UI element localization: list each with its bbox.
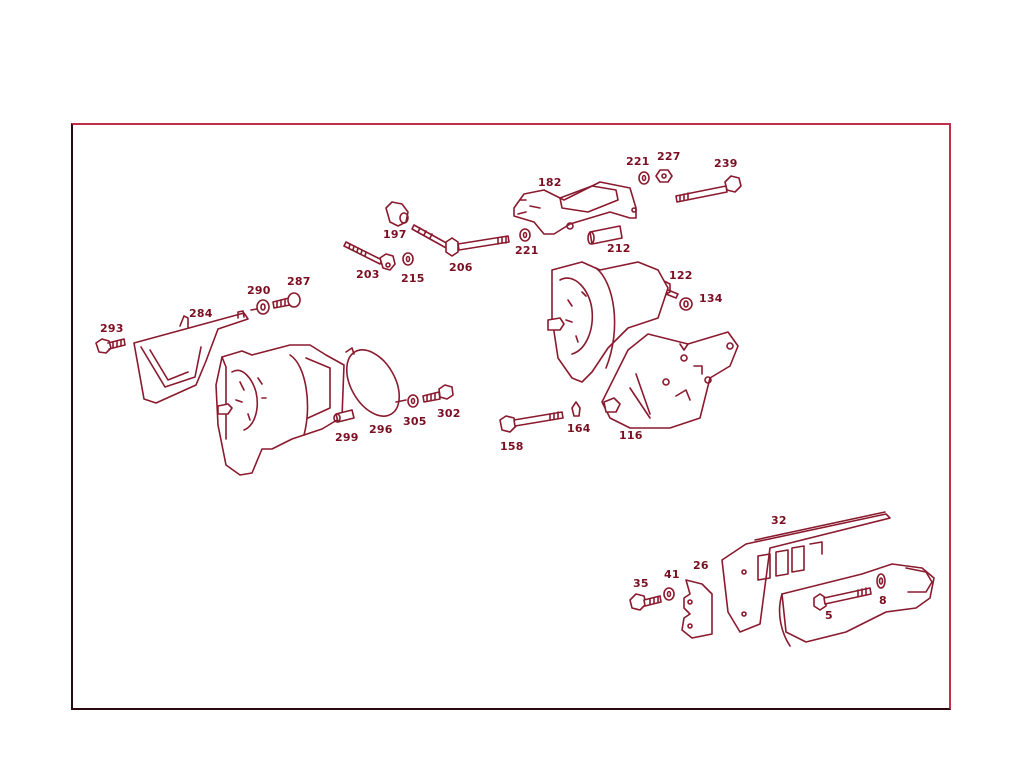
bolt-293[interactable] [95,338,126,354]
part-label-122[interactable]: 122 [669,269,693,282]
part-label-26[interactable]: 26 [693,559,709,572]
part-label-116[interactable]: 116 [619,429,643,442]
part-label-215[interactable]: 215 [401,272,425,285]
part-label-206[interactable]: 206 [449,261,473,274]
part-label-35[interactable]: 35 [633,577,649,590]
bolt-5[interactable] [813,587,872,611]
washer-215[interactable] [402,252,414,266]
washer-221-bottom[interactable] [519,228,531,242]
part-label-227[interactable]: 227 [657,150,681,163]
alternator-right[interactable] [547,261,669,383]
alternator-left[interactable] [215,344,345,476]
bushing-8[interactable] [876,573,886,589]
bolt-35[interactable] [629,593,662,611]
part-label-290[interactable]: 290 [247,284,271,297]
part-label-41[interactable]: 41 [664,568,680,581]
washer-41[interactable] [663,587,675,601]
part-label-302[interactable]: 302 [437,407,461,420]
part-label-284[interactable]: 284 [189,307,213,320]
washer-221-top[interactable] [638,171,650,185]
bolt-206[interactable] [411,224,510,257]
bolt-203[interactable] [343,241,396,271]
part-label-203[interactable]: 203 [356,268,380,281]
part-label-296[interactable]: 296 [369,423,393,436]
part-label-32[interactable]: 32 [771,514,787,527]
bolt-239[interactable] [675,175,742,203]
starter-motor[interactable] [778,563,935,647]
part-label-164[interactable]: 164 [567,422,591,435]
bolt-302[interactable] [422,384,454,403]
part-label-239[interactable]: 239 [714,157,738,170]
ring-296[interactable] [336,341,410,425]
bolt-158[interactable] [499,411,564,433]
part-label-182[interactable]: 182 [538,176,562,189]
bolt-287[interactable] [272,292,301,309]
part-label-134[interactable]: 134 [699,292,723,305]
bracket-26[interactable] [681,579,713,639]
bracket-116[interactable] [601,331,739,429]
part-label-158[interactable]: 158 [500,440,524,453]
part-label-8[interactable]: 8 [879,594,887,607]
part-label-197[interactable]: 197 [383,228,407,241]
part-label-305[interactable]: 305 [403,415,427,428]
bushing-134[interactable] [679,297,693,311]
bracket-284[interactable] [133,310,249,404]
part-label-5[interactable]: 5 [825,609,833,622]
part-label-299[interactable]: 299 [335,431,359,444]
spacer-164[interactable] [571,401,581,417]
nut-197[interactable] [385,201,409,227]
washer-290[interactable] [250,299,270,315]
part-label-212[interactable]: 212 [607,242,631,255]
heat-shield-32[interactable] [721,511,891,633]
diagram-frame [71,123,951,710]
part-label-221b[interactable]: 221 [515,244,539,257]
part-label-287[interactable]: 287 [287,275,311,288]
washer-305[interactable] [407,394,419,408]
part-label-221a[interactable]: 221 [626,155,650,168]
part-label-293[interactable]: 293 [100,322,124,335]
nut-227[interactable] [655,169,673,183]
bracket-182[interactable] [513,181,637,235]
sleeve-212[interactable] [587,225,623,245]
spacer-299[interactable] [333,409,355,423]
